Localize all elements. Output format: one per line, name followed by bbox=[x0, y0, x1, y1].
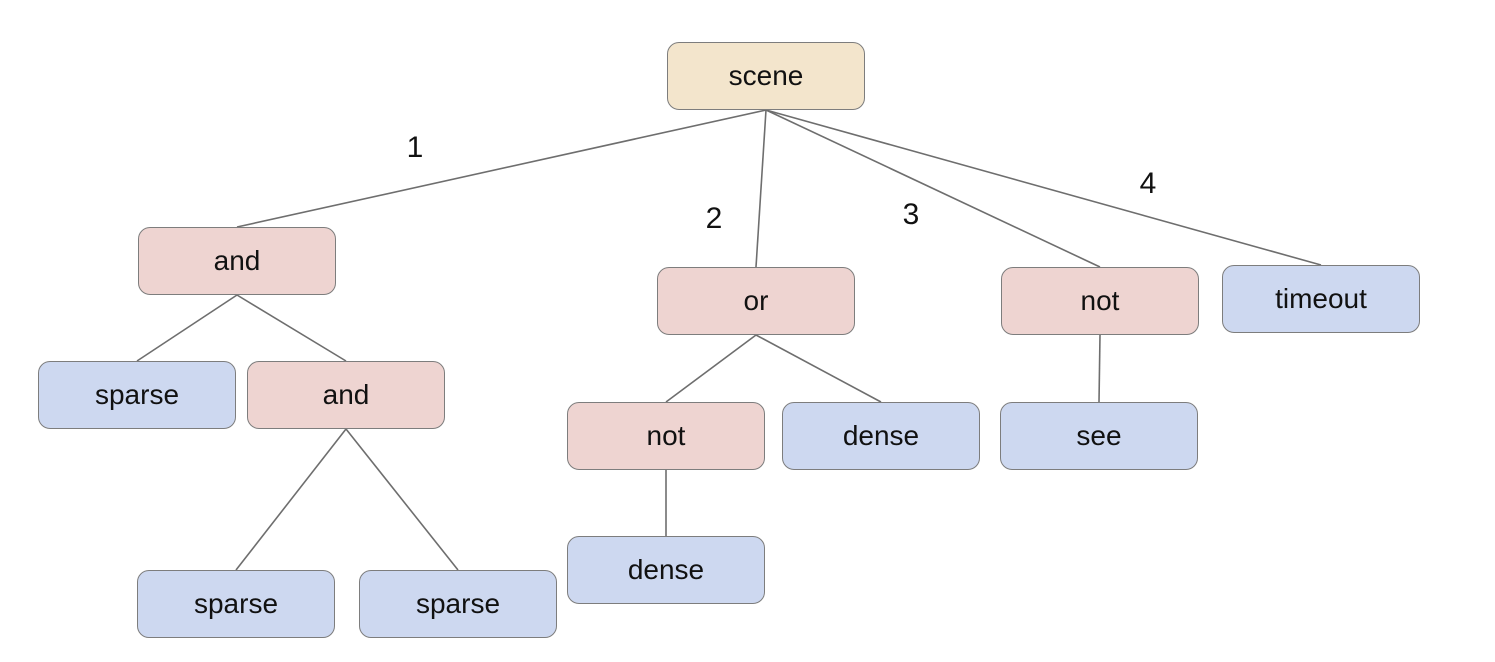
tree-edge-or-1-dense-1 bbox=[755, 334, 882, 403]
tree-edge-scene-or-1 bbox=[755, 109, 767, 268]
tree-edge-or-1-not-2 bbox=[665, 334, 757, 403]
tree-node-and-1: and bbox=[138, 227, 336, 295]
tree-node-dense-2: dense bbox=[567, 536, 765, 604]
edge-label-4: 4 bbox=[1139, 167, 1157, 200]
tree-node-sparse-3: sparse bbox=[359, 570, 557, 638]
tree-edge-and-2-sparse-2 bbox=[235, 428, 347, 571]
tree-node-not-1: not bbox=[1001, 267, 1199, 335]
tree-node-sparse-2: sparse bbox=[137, 570, 335, 638]
tree-edge-scene-and-1 bbox=[236, 109, 767, 228]
tree-node-not-2: not bbox=[567, 402, 765, 470]
tree-edge-and-2-sparse-3 bbox=[345, 428, 459, 571]
edge-label-3: 3 bbox=[902, 198, 920, 231]
tree-node-scene: scene bbox=[667, 42, 865, 110]
tree-node-see-1: see bbox=[1000, 402, 1198, 470]
tree-node-and-2: and bbox=[247, 361, 445, 429]
edge-label-1: 1 bbox=[406, 131, 424, 164]
tree-node-dense-1: dense bbox=[782, 402, 980, 470]
tree-edge-not-1-see-1 bbox=[1098, 334, 1101, 403]
tree-edge-scene-timeout-1 bbox=[765, 109, 1322, 266]
edge-label-2: 2 bbox=[705, 202, 723, 235]
tree-node-timeout-1: timeout bbox=[1222, 265, 1420, 333]
tree-edge-and-1-and-2 bbox=[236, 294, 347, 362]
tree-edge-scene-not-1 bbox=[765, 109, 1101, 268]
tree-edge-and-1-sparse-1 bbox=[136, 294, 238, 362]
tree-node-or-1: or bbox=[657, 267, 855, 335]
tree-node-sparse-1: sparse bbox=[38, 361, 236, 429]
